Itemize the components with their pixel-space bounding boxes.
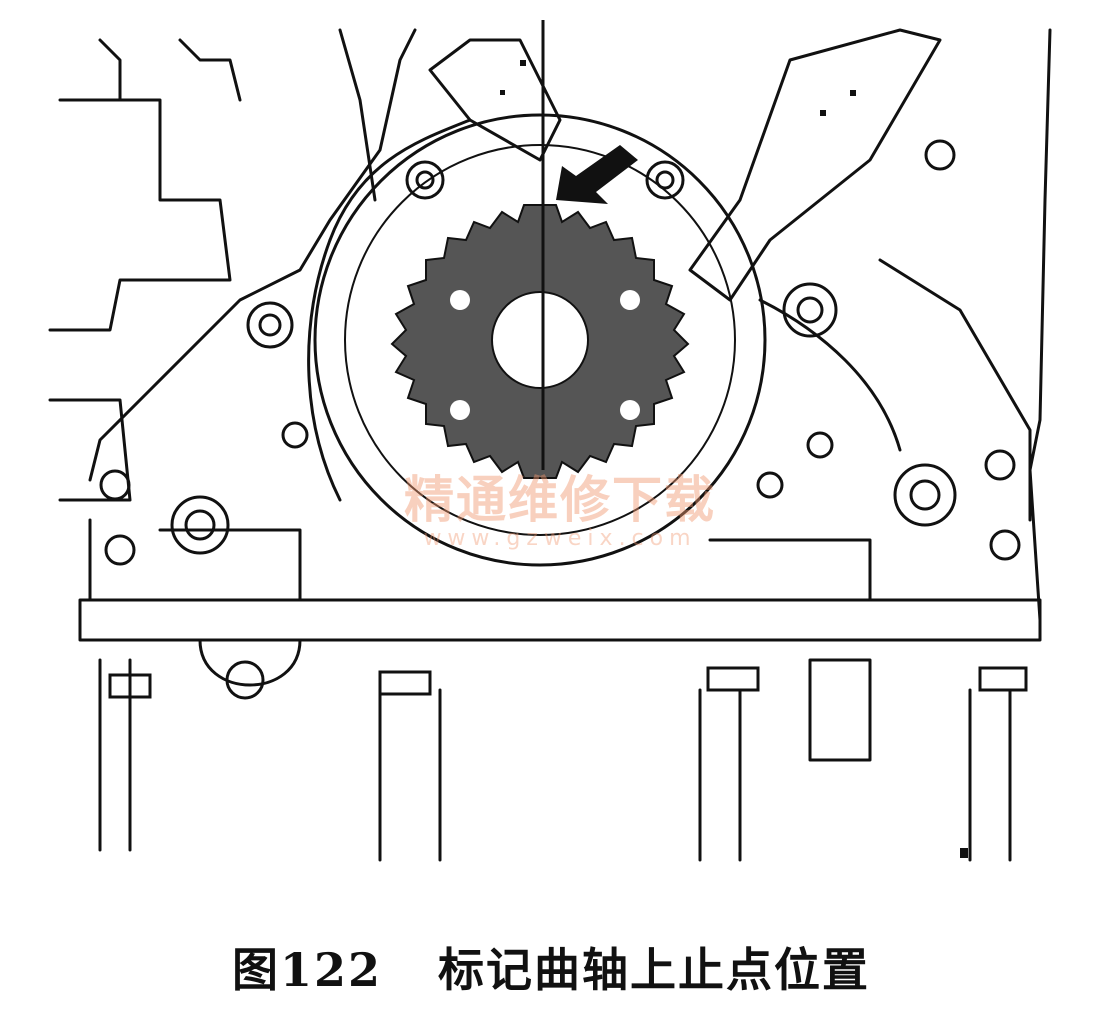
bolt-icon bbox=[99, 139, 1028, 700]
figure-title: 标记曲轴上止点位置 bbox=[438, 943, 871, 997]
chain-guide-right bbox=[688, 28, 942, 302]
engine-front-diagram bbox=[48, 20, 1052, 862]
chain-guide-left bbox=[428, 38, 562, 162]
crankshaft-sprocket-icon bbox=[390, 204, 690, 479]
timing-cover-outline bbox=[88, 28, 417, 482]
figure-number: 图122 bbox=[231, 943, 383, 997]
oil-pan-rail bbox=[78, 598, 1042, 642]
figure-caption: 图122 标记曲轴上止点位置 bbox=[0, 930, 1102, 1010]
timing-mark-arrow-icon bbox=[556, 145, 638, 204]
